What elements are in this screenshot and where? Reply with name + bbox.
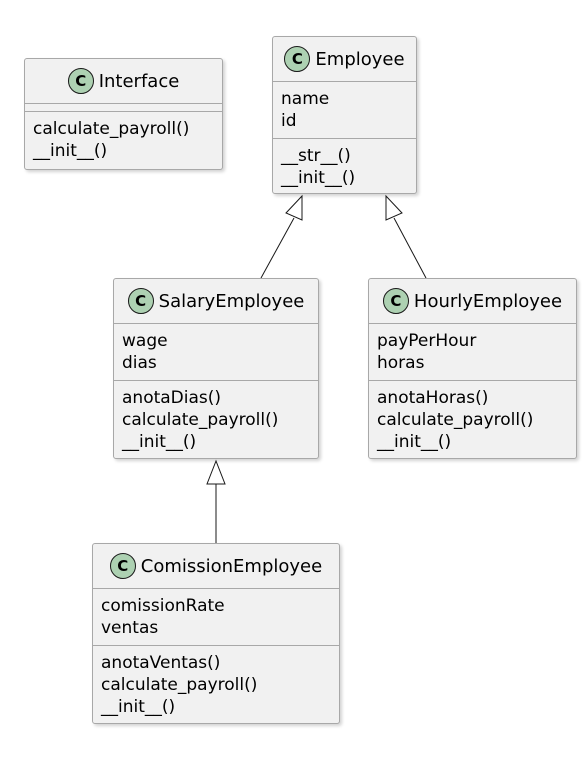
attribute: horas [377, 353, 425, 373]
class-header: C HourlyEmployee [369, 279, 576, 323]
class-employee[interactable]: C Employee name id __str__() __init__() [272, 36, 417, 194]
attribute: payPerHour [377, 331, 477, 351]
attribute: dias [122, 353, 157, 373]
class-interface[interactable]: C Interface calculate_payroll() __init__… [24, 58, 223, 170]
methods-section: anotaVentas() calculate_payroll() __init… [93, 645, 339, 724]
method: __init__() [122, 432, 197, 452]
class-hourly-employee[interactable]: C HourlyEmployee payPerHour horas anotaH… [368, 278, 577, 459]
class-header: C Interface [25, 59, 222, 103]
attributes-section [25, 103, 222, 111]
method: calculate_payroll() [122, 410, 279, 430]
attributes-section: wage dias [114, 323, 318, 380]
methods-section: anotaDias() calculate_payroll() __init__… [114, 380, 318, 459]
method: __init__() [101, 697, 176, 717]
class-name: ComissionEmployee [140, 555, 323, 577]
class-name: HourlyEmployee [413, 290, 563, 312]
methods-section: __str__() __init__() [273, 138, 416, 195]
attribute: name [281, 89, 330, 109]
method: __init__() [281, 168, 356, 188]
attribute: ventas [101, 618, 159, 638]
class-header: C SalaryEmployee [114, 279, 318, 323]
class-badge-icon: C [127, 288, 154, 314]
attribute: wage [122, 331, 168, 351]
class-badge-icon: C [67, 68, 94, 94]
class-comission-employee[interactable]: C ComissionEmployee comissionRate ventas… [92, 543, 340, 724]
inheritance-edge-comission-salary [206, 459, 226, 543]
class-name: Employee [315, 48, 405, 70]
method: anotaDias() [122, 388, 222, 408]
method: calculate_payroll() [33, 119, 190, 139]
class-badge-icon: C [382, 288, 409, 314]
class-name: SalaryEmployee [158, 290, 305, 312]
attribute: comissionRate [101, 596, 225, 616]
inheritance-edge-hourly-employee [385, 194, 427, 279]
method: calculate_payroll() [377, 410, 534, 430]
method: anotaHoras() [377, 388, 489, 408]
method: __str__() [281, 146, 351, 166]
class-header: C Employee [273, 37, 416, 81]
method: __init__() [377, 432, 452, 452]
class-salary-employee[interactable]: C SalaryEmployee wage dias anotaDias() c… [113, 278, 319, 459]
method: __init__() [33, 141, 108, 161]
method: anotaVentas() [101, 653, 221, 673]
class-header: C ComissionEmployee [93, 544, 339, 588]
class-badge-icon: C [284, 46, 311, 72]
class-badge-icon: C [109, 553, 136, 579]
attributes-section: comissionRate ventas [93, 588, 339, 645]
inheritance-edge-salary-employee [260, 194, 303, 279]
class-name: Interface [98, 70, 180, 92]
methods-section: calculate_payroll() __init__() [25, 111, 222, 168]
attributes-section: payPerHour horas [369, 323, 576, 380]
attribute: id [281, 111, 297, 131]
attributes-section: name id [273, 81, 416, 138]
method: calculate_payroll() [101, 675, 258, 695]
methods-section: anotaHoras() calculate_payroll() __init_… [369, 380, 576, 459]
